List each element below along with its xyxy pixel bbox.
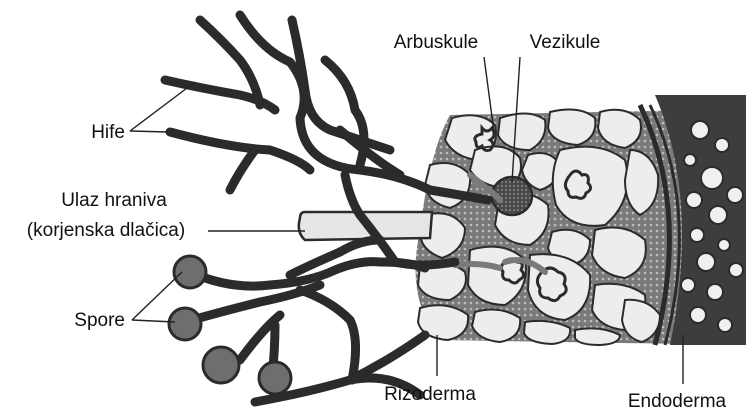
root-section — [416, 95, 746, 345]
label-spore: Spore — [74, 310, 125, 331]
spore — [203, 347, 239, 383]
label-rizoderma: Rizoderma — [384, 384, 476, 405]
label-vezikule: Vezikule — [530, 32, 601, 53]
spore — [259, 362, 291, 394]
label-arbuskule: Arbuskule — [394, 32, 479, 53]
spore — [169, 308, 201, 340]
label-ulaz-line1: Ulaz hraniva — [61, 190, 167, 211]
label-ulaz-line2: (korjenska dlačica) — [27, 220, 185, 241]
spore — [174, 256, 206, 288]
label-endoderma: Endoderma — [628, 391, 727, 411]
label-hife: Hife — [91, 122, 125, 143]
